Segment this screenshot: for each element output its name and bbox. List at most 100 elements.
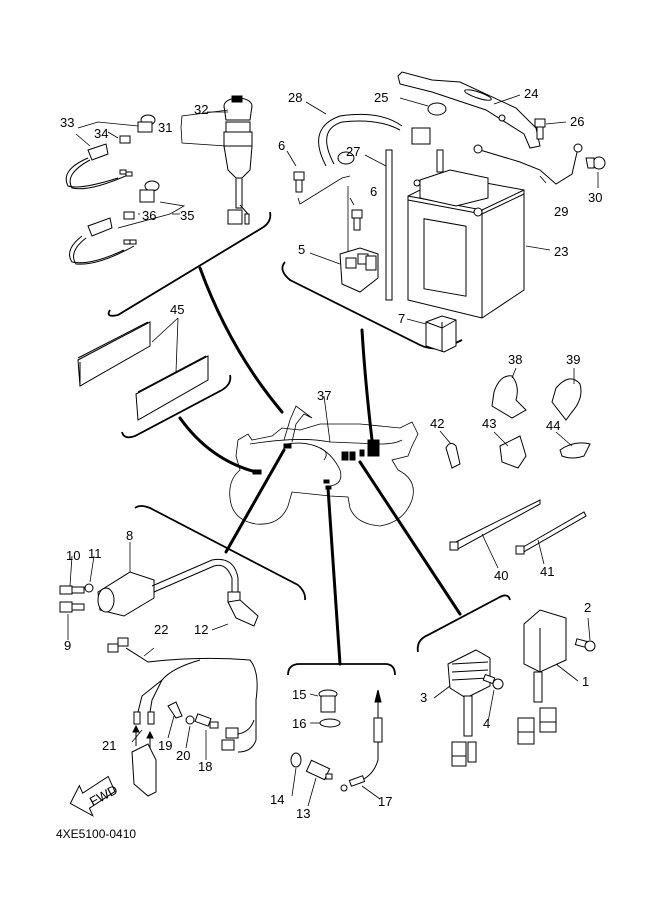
- battery-group: [286, 71, 606, 353]
- label-17: 17: [378, 794, 392, 809]
- label-41: 41: [540, 564, 554, 579]
- label-4: 4: [483, 716, 490, 731]
- label-34: 34: [94, 126, 108, 141]
- washer-20[interactable]: [185, 715, 195, 725]
- bolt-6b[interactable]: [351, 209, 363, 231]
- battery[interactable]: [407, 149, 525, 319]
- starter-relay[interactable]: [339, 247, 379, 293]
- label-14: 14: [270, 792, 284, 807]
- wiring-group: FWD: [69, 637, 258, 817]
- gasket-14[interactable]: [290, 752, 302, 768]
- plug-lead[interactable]: [153, 564, 233, 593]
- label-22: 22: [154, 622, 168, 637]
- clamp-44[interactable]: [559, 442, 591, 459]
- label-33: 33: [60, 115, 74, 130]
- leader-main-switch: [198, 266, 284, 414]
- label-11: 11: [88, 546, 102, 561]
- label-44: 44: [546, 418, 560, 433]
- label-8: 8: [126, 528, 133, 543]
- ignition-coil-group: [59, 542, 259, 640]
- rectifier-3[interactable]: [447, 649, 491, 767]
- group-brackets: [107, 211, 511, 676]
- label-6b: 6: [370, 184, 377, 199]
- cap-25[interactable]: [427, 102, 447, 116]
- label-6a: 6: [278, 138, 285, 153]
- bracket-rectifier: [416, 594, 511, 653]
- clamp-38[interactable]: [491, 375, 527, 419]
- bracket-fuse: [121, 374, 232, 439]
- label-25: 25: [374, 90, 388, 105]
- bracket-19[interactable]: [167, 701, 183, 719]
- gasket-16[interactable]: [319, 718, 341, 728]
- sensor-13[interactable]: [305, 759, 333, 781]
- cable-28[interactable]: [318, 113, 403, 167]
- label-10: 10: [66, 548, 80, 563]
- sensor-group: [290, 689, 383, 807]
- label-20: 20: [176, 748, 190, 763]
- battery-band[interactable]: [397, 71, 541, 149]
- switch-35[interactable]: [69, 180, 160, 265]
- label-26: 26: [570, 114, 584, 129]
- sheet-21[interactable]: [131, 743, 157, 797]
- label-35: 35: [180, 208, 194, 223]
- label-2: 2: [584, 600, 591, 615]
- clamps-group: [439, 367, 591, 569]
- bolt-9[interactable]: [59, 601, 85, 613]
- label-12: 12: [194, 622, 208, 637]
- lead-22[interactable]: [107, 637, 258, 753]
- cable-tie-41[interactable]: [515, 511, 587, 555]
- cdi-unit-1[interactable]: [517, 609, 567, 745]
- label-13: 13: [296, 806, 310, 821]
- clamp-39[interactable]: [551, 378, 582, 421]
- relay-7[interactable]: [425, 315, 457, 353]
- clamp-42[interactable]: [445, 442, 461, 469]
- label-16: 16: [292, 716, 306, 731]
- label-38: 38: [508, 352, 522, 367]
- clamp-43[interactable]: [499, 435, 527, 469]
- fuse-45b[interactable]: [135, 355, 209, 421]
- switch-18[interactable]: [194, 713, 219, 729]
- label-3: 3: [420, 690, 427, 705]
- fwd-arrow: FWD: [69, 775, 120, 817]
- label-7: 7: [398, 311, 405, 326]
- fuse-45a[interactable]: [77, 321, 151, 387]
- label-21: 21: [102, 738, 116, 753]
- label-5: 5: [298, 242, 305, 257]
- plug-cap-12[interactable]: [227, 591, 259, 627]
- label-37: 37: [317, 388, 331, 403]
- ignition-coil[interactable]: [97, 571, 155, 617]
- main-switch[interactable]: [223, 95, 253, 225]
- clip-30[interactable]: [585, 156, 606, 170]
- leader-battery: [360, 328, 374, 442]
- tube-27[interactable]: [385, 149, 393, 301]
- label-15: 15: [292, 687, 306, 702]
- bolt-6a[interactable]: [293, 171, 305, 193]
- bolt-26[interactable]: [534, 118, 546, 140]
- label-42: 42: [430, 416, 444, 431]
- lead-17[interactable]: [340, 689, 383, 792]
- bracket-main-switch: [107, 211, 272, 317]
- sensor-15[interactable]: [318, 689, 338, 713]
- label-1: 1: [582, 674, 589, 689]
- washer-11[interactable]: [84, 583, 94, 593]
- label-39: 39: [566, 352, 580, 367]
- label-36: 36: [142, 208, 156, 223]
- label-31: 31: [158, 120, 172, 135]
- cable-tie-40[interactable]: [449, 499, 541, 551]
- cable-29[interactable]: [479, 147, 579, 185]
- atv-outline: [229, 395, 419, 527]
- switch-33[interactable]: [65, 114, 156, 190]
- label-27: 27: [346, 144, 360, 159]
- label-9: 9: [64, 638, 71, 653]
- leader-sensor: [326, 486, 342, 666]
- bolt-2[interactable]: [574, 638, 596, 652]
- label-19: 19: [158, 738, 172, 753]
- bolt-10[interactable]: [59, 585, 85, 595]
- label-24: 24: [524, 86, 538, 101]
- label-30: 30: [588, 190, 602, 205]
- label-18: 18: [198, 759, 212, 774]
- bolt-4[interactable]: [482, 673, 504, 690]
- rectifier-cdi-group: [433, 609, 596, 767]
- label-45: 45: [170, 302, 184, 317]
- leader-rectifier: [358, 460, 462, 616]
